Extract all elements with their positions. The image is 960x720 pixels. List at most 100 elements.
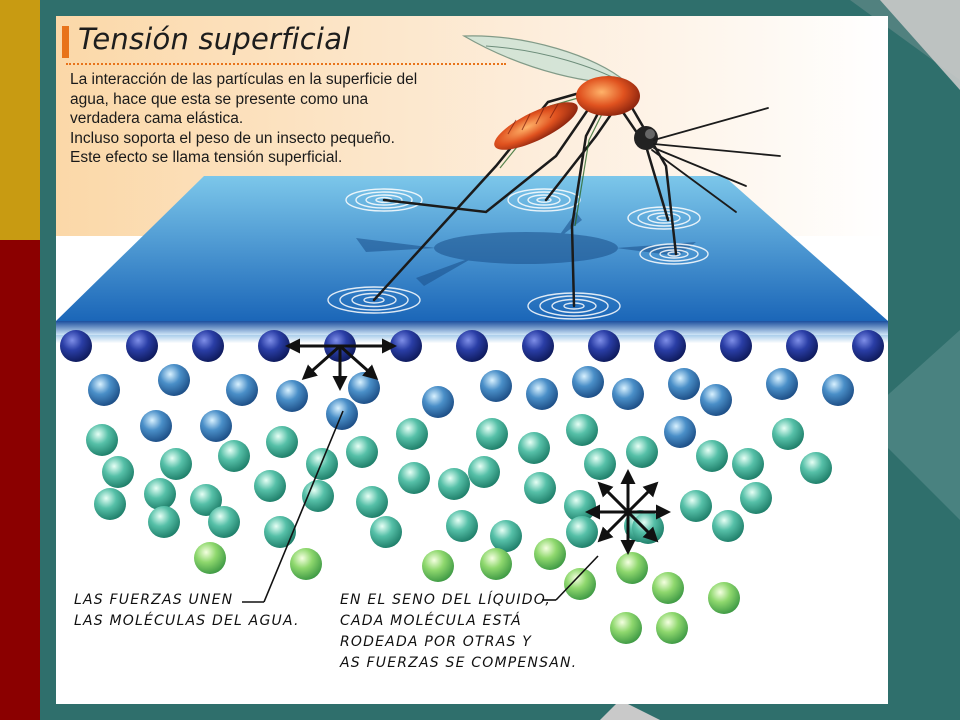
surface-molecule — [522, 330, 554, 362]
bulk-molecule — [160, 448, 192, 480]
bulk-molecule — [708, 582, 740, 614]
bulk-molecule — [680, 490, 712, 522]
surface-molecule — [456, 330, 488, 362]
bulk-molecule — [526, 378, 558, 410]
bulk-molecule — [200, 410, 232, 442]
bulk-molecule — [276, 380, 308, 412]
bulk-molecule — [290, 548, 322, 580]
bulk-molecule — [302, 480, 334, 512]
bulk-molecule — [564, 568, 596, 600]
bulk-molecule — [140, 410, 172, 442]
caption-line: as fuerzas se compensan. — [340, 655, 578, 671]
description-line: La interacción de las partículas en la s… — [70, 71, 418, 88]
bulk-molecule — [370, 516, 402, 548]
mosquito-abdomen — [494, 102, 578, 150]
bulk-molecule — [396, 418, 428, 450]
bulk-molecule — [266, 426, 298, 458]
bulk-molecule — [664, 416, 696, 448]
surface-molecule — [390, 330, 422, 362]
surface-molecule — [258, 330, 290, 362]
surface-molecule — [852, 330, 884, 362]
slide-accent-bar-red — [0, 240, 40, 720]
bulk-molecule — [398, 462, 430, 494]
surface-molecule — [720, 330, 752, 362]
bulk-molecule — [732, 448, 764, 480]
bulk-molecule — [566, 516, 598, 548]
bulk-molecule — [148, 506, 180, 538]
bulk-molecule — [822, 374, 854, 406]
bulk-molecule — [94, 488, 126, 520]
bulk-molecule — [610, 612, 642, 644]
mosquito-icon — [372, 35, 781, 308]
bulk-molecule — [446, 510, 478, 542]
bulk-molecule — [480, 370, 512, 402]
bulk-molecule — [652, 572, 684, 604]
bulk-molecule — [468, 456, 500, 488]
mosquito-head — [634, 126, 658, 150]
figure-title: Tensión superficial — [78, 22, 351, 56]
force-arrow — [597, 510, 630, 543]
molecule-layer — [60, 330, 884, 644]
bulk-molecule — [208, 506, 240, 538]
bulk-molecule — [476, 418, 508, 450]
bulk-molecule — [632, 512, 664, 544]
bulk-molecule — [766, 368, 798, 400]
bulk-molecule — [346, 436, 378, 468]
bulk-molecule — [572, 366, 604, 398]
surface-molecule — [588, 330, 620, 362]
water-surface-edge — [56, 321, 888, 335]
force-arrow-icon — [285, 338, 671, 555]
caption-line: rodeada por otras y — [340, 634, 532, 650]
bulk-molecule — [144, 478, 176, 510]
bulk-molecule — [712, 510, 744, 542]
bulk-molecule — [218, 440, 250, 472]
description-line: Este efecto se llama tensión superficial… — [70, 149, 343, 167]
figure-description: La interacción de las partículas en la s… — [70, 70, 490, 168]
caption-surface-forces: Las fuerzas unen las moléculas del agua. — [74, 590, 300, 632]
bulk-molecule — [800, 452, 832, 484]
bulk-molecule — [254, 470, 286, 502]
bulk-molecule — [700, 384, 732, 416]
bulk-molecule — [264, 516, 296, 548]
title-divider — [66, 63, 506, 65]
force-arrow — [626, 481, 659, 514]
surface-tension-illustration — [56, 16, 888, 644]
bulk-molecule — [158, 364, 190, 396]
caption-line: Las fuerzas unen — [74, 592, 234, 608]
bulk-molecule — [190, 484, 222, 516]
force-arrow — [339, 344, 379, 380]
caption-line: cada molécula está — [340, 613, 522, 629]
bulk-molecule — [668, 368, 700, 400]
surface-molecule — [654, 330, 686, 362]
force-arrow — [301, 344, 341, 380]
bulk-molecule — [102, 456, 134, 488]
bulk-molecule — [616, 552, 648, 584]
bulk-molecule — [348, 372, 380, 404]
title-accent-mark — [62, 26, 69, 58]
bulk-molecule — [772, 418, 804, 450]
caption-bulk-forces: En el seno del líquido, cada molécula es… — [340, 590, 577, 674]
bulk-molecule — [422, 386, 454, 418]
surface-molecule — [192, 330, 224, 362]
bulk-molecule — [86, 424, 118, 456]
force-arrow — [626, 510, 659, 543]
surface-molecule — [60, 330, 92, 362]
bulk-molecule — [524, 472, 556, 504]
bulk-molecule — [306, 448, 338, 480]
slide-accent-bar-gold — [0, 0, 40, 240]
bulk-molecule — [518, 432, 550, 464]
bulk-molecule — [490, 520, 522, 552]
bulk-molecule — [626, 436, 658, 468]
bulk-molecule — [480, 548, 512, 580]
description-line: Incluso soporta el peso de un insecto pe… — [70, 129, 395, 147]
bulk-molecule — [656, 612, 688, 644]
force-arrow — [597, 481, 630, 514]
bulk-molecule — [696, 440, 728, 472]
bulk-molecule — [356, 486, 388, 518]
description-line: verdadera cama elástica. — [70, 110, 244, 128]
bulk-molecule — [194, 542, 226, 574]
figure-panel: Tensión superficial La interacción de la… — [56, 16, 888, 704]
bulk-molecule — [566, 414, 598, 446]
mosquito-thorax — [576, 76, 640, 116]
caption-leader-lines — [242, 410, 599, 603]
